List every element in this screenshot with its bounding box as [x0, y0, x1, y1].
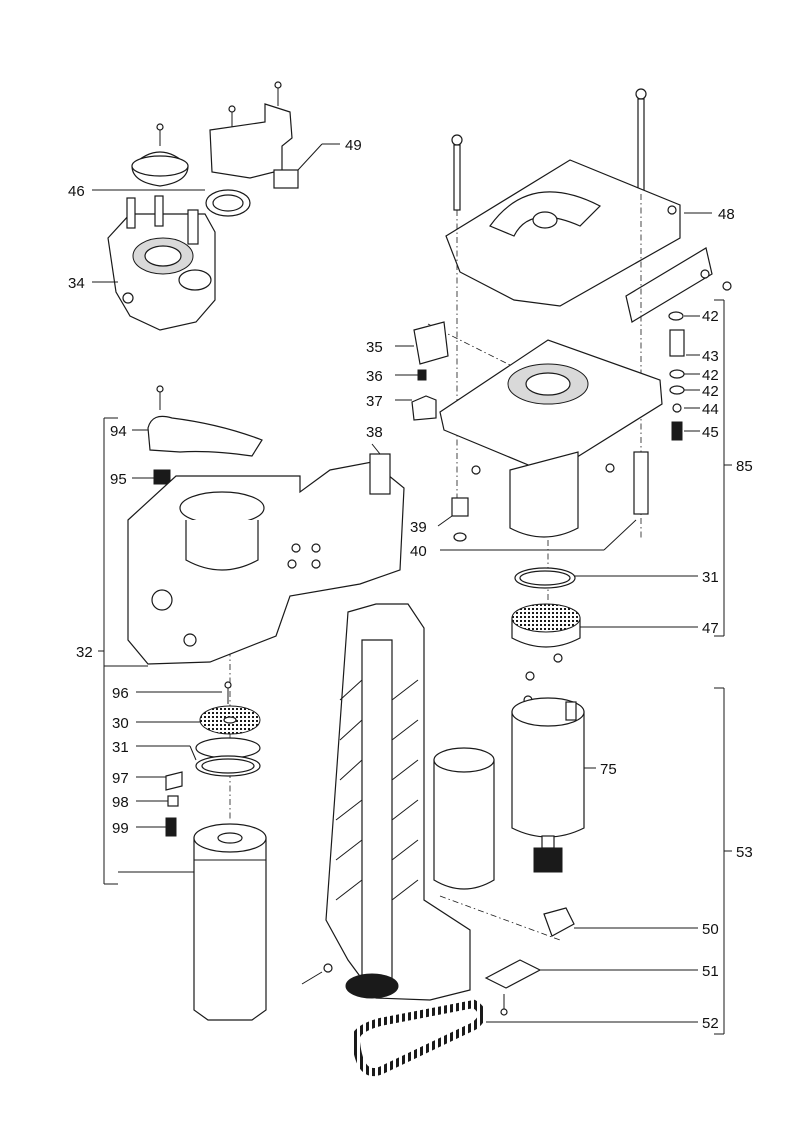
side-plate [625, 247, 713, 323]
callout-99: 99 [112, 820, 129, 837]
top-frame-assembly [445, 88, 732, 323]
gear-shaft [633, 451, 649, 515]
drive-gear [345, 973, 399, 999]
callout-42-first: 42 [702, 308, 719, 325]
callout-48: 48 [718, 206, 735, 223]
spring-99 [165, 817, 177, 837]
ball-44 [672, 403, 682, 413]
callout-38: 38 [366, 424, 383, 441]
bracket-50 [543, 907, 575, 937]
valve-43 [669, 329, 685, 357]
callout-47: 47 [702, 620, 719, 637]
screw [156, 123, 164, 146]
clip-37 [411, 395, 437, 421]
spring-45 [671, 421, 683, 441]
callout-30: 30 [112, 715, 129, 732]
filter-stack [118, 681, 267, 1021]
callout-75: 75 [600, 761, 617, 778]
callout-31-right: 31 [702, 569, 719, 586]
screw [228, 105, 236, 128]
callout-37: 37 [366, 393, 383, 410]
screw [274, 81, 282, 106]
callout-39: 39 [410, 519, 427, 536]
lattice-ribs [335, 679, 419, 901]
spring-95 [153, 469, 171, 485]
callout-53: 53 [736, 844, 753, 861]
gear-39 [451, 497, 469, 517]
motor-assembly [351, 695, 698, 1076]
callout-45: 45 [702, 424, 719, 441]
callout-42-third: 42 [702, 383, 719, 400]
spring-36 [417, 369, 427, 381]
clip-part [273, 169, 299, 189]
plate-51 [484, 959, 542, 989]
top-frame [445, 159, 681, 307]
long-screw [451, 134, 463, 211]
callout-44: 44 [702, 401, 719, 418]
callout-96: 96 [112, 685, 129, 702]
callout-85: 85 [736, 458, 753, 475]
callout-36: 36 [366, 368, 383, 385]
motor-pinion [533, 847, 563, 873]
clip-35 [413, 321, 449, 365]
inner-motor [433, 759, 495, 890]
callout-51: 51 [702, 963, 719, 980]
piston-cylinder [193, 837, 267, 1021]
lever-94 [147, 415, 263, 457]
callout-97: 97 [112, 770, 129, 787]
seal-31 [195, 737, 261, 759]
brew-chamber-assembly [98, 385, 405, 885]
callout-43: 43 [702, 348, 719, 365]
callout-95: 95 [110, 471, 127, 488]
mounting-plate [439, 339, 663, 475]
callout-94: 94 [110, 423, 127, 440]
callout-35: 35 [366, 339, 383, 356]
bracket-part [209, 103, 293, 179]
callout-31-left: 31 [112, 739, 129, 756]
group-brackets [714, 299, 732, 1035]
callout-42-second: 42 [702, 367, 719, 384]
callout-98: 98 [112, 794, 129, 811]
long-screw [635, 88, 647, 195]
callout-labels: 49 46 34 48 35 36 37 38 94 95 32 42 43 4… [68, 137, 753, 1032]
callout-50: 50 [702, 921, 719, 938]
callout-34: 34 [68, 275, 85, 292]
nut-97 [165, 771, 183, 791]
callout-40: 40 [410, 543, 427, 560]
gear-housing [509, 451, 579, 538]
callout-32: 32 [76, 644, 93, 661]
drive-column [301, 603, 495, 1001]
motor-75 [511, 711, 585, 838]
callout-49: 49 [345, 137, 362, 154]
brew-head-assembly [92, 81, 340, 331]
mounting-plate-assembly [395, 311, 700, 681]
callout-46: 46 [68, 183, 85, 200]
part-98 [167, 795, 179, 807]
bracket-38 [369, 453, 391, 495]
timing-belt-52 [351, 999, 486, 1076]
callout-52: 52 [702, 1015, 719, 1032]
